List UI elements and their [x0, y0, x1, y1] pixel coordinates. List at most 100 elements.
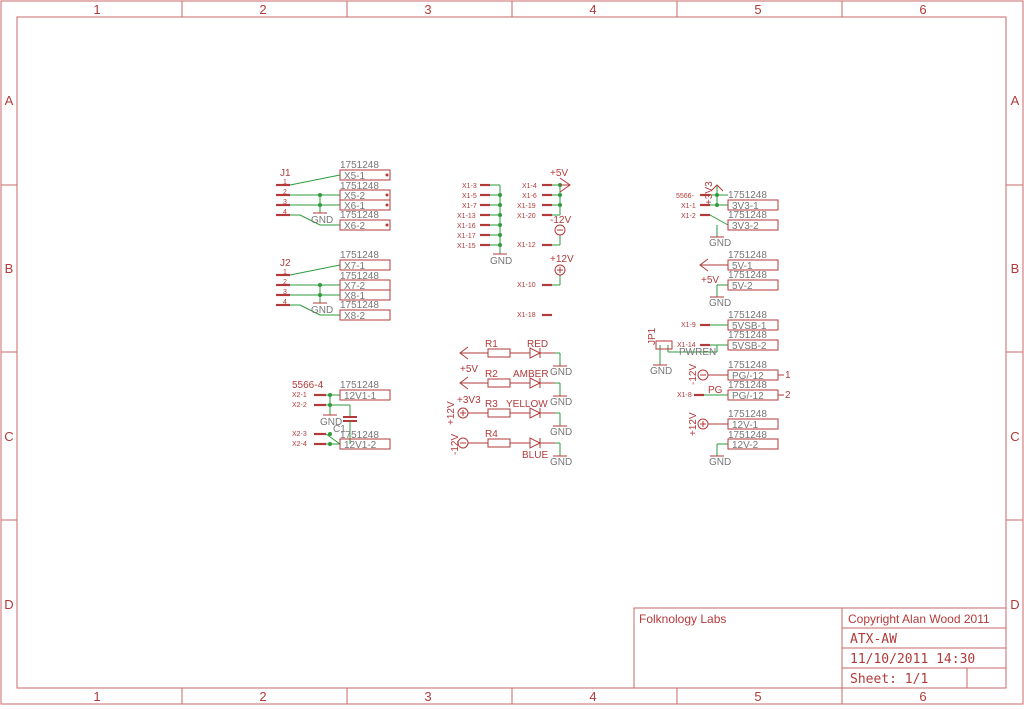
row-label-a-right: A — [1011, 93, 1020, 108]
column-label-1-bottom: 1 — [93, 689, 100, 704]
x6-2-partno: 1751248 — [340, 210, 379, 221]
connector-right-group: 5566- X1-1 X1-2 +3V3 GND 1751248 1751248… — [647, 181, 791, 468]
pg12-1-partno: 1751248 — [728, 360, 767, 371]
x1-4-label: X1-4 — [522, 183, 537, 190]
x1-10-label: X1-10 — [517, 282, 536, 289]
5v-1-partno: 1751248 — [728, 250, 767, 261]
j1-pin4-label: 4 — [283, 209, 287, 216]
x7-1-partno: 1751248 — [340, 250, 379, 261]
x1-14-label: X1-14 — [677, 342, 696, 349]
pg12-1-label: PG/-12 — [732, 371, 764, 382]
5vsb-1-label: 5VSB-1 — [732, 321, 767, 332]
j2-pin3-label: 3 — [283, 289, 287, 296]
pg-label: PG — [708, 385, 723, 396]
x5-2-partno: 1751248 — [340, 181, 379, 192]
row-label-b: B — [5, 261, 14, 276]
x2-3-label: X2-3 — [292, 431, 307, 438]
pg12-2-label: PG/-12 — [732, 391, 764, 402]
x1-minus12v-label: -12V — [550, 215, 571, 226]
connector-x1-group: X1-3 X1-5 X1-7 X1-13 X1-16 X1-17 X1-15 G… — [457, 168, 574, 319]
5vsb-2-partno: 1751248 — [728, 330, 767, 341]
x2-4-label: X2-4 — [292, 441, 307, 448]
column-label-5-bottom: 5 — [754, 689, 761, 704]
led-plus3v3-label: +3V3 — [457, 395, 481, 406]
x1-gnd-label: GND — [490, 256, 512, 267]
x6-2-label: X6-2 — [344, 221, 366, 232]
12v-gnd-label: GND — [709, 457, 731, 468]
x1-8-label: X1-8 — [677, 392, 692, 399]
x1-13-label: X1-13 — [457, 213, 476, 220]
x1-plus5v-label: +5V — [550, 168, 568, 179]
12v1-2-label: 12V1-2 — [344, 440, 377, 451]
pwren-label: PWREN — [679, 347, 716, 358]
x1-5-label: X1-5 — [462, 193, 477, 200]
x2-1-label: X2-1 — [292, 392, 307, 399]
x1-16-label: X1-16 — [457, 223, 476, 230]
j2-gnd-label: GND — [311, 305, 333, 316]
column-label-4: 4 — [589, 2, 596, 17]
row-label-c: C — [4, 429, 13, 444]
x1-18-label: X1-18 — [517, 312, 536, 319]
12v-1-label: 12V-1 — [732, 420, 759, 431]
12v-2-partno: 1751248 — [728, 430, 767, 441]
12v1-2-partno: 1751248 — [340, 430, 379, 441]
column-label-4-bottom: 4 — [589, 689, 596, 704]
led-amber-label: AMBER — [513, 369, 549, 380]
led-yellow-label: YELLOW — [506, 399, 548, 410]
led-amber-gnd: GND — [550, 397, 572, 408]
x1-20-label: X1-20 — [517, 213, 536, 220]
j1-pin1-label: 1 — [283, 179, 287, 186]
jp1-label: JP1 — [647, 327, 658, 345]
jp1-gnd-label: GND — [650, 366, 672, 377]
connector-j1-group: J1 1 2 3 4 GND 1751248 1751248 1751248 X… — [276, 160, 391, 232]
column-label-5: 5 — [754, 2, 761, 17]
r4-label: R4 — [485, 429, 498, 440]
column-label-2-bottom: 2 — [259, 689, 266, 704]
x1-6-label: X1-6 — [522, 193, 537, 200]
x8-1-label: X8-1 — [344, 291, 366, 302]
r4-resistor — [487, 438, 511, 448]
led-minus12v-label: -12V — [450, 434, 461, 455]
connector-j2-group: J2 1 2 3 4 GND 1751248 1751248 1751248 X… — [276, 250, 391, 322]
x7-2-partno: 1751248 — [340, 271, 379, 282]
x5-1-partno: 1751248 — [340, 160, 379, 171]
j2-pin4-label: 4 — [283, 299, 287, 306]
x1-19-label: X1-19 — [517, 203, 536, 210]
led-red-label: RED — [527, 339, 548, 350]
connector-x2-group: 5566-4 X2-1 X2-2 X2-3 X2-4 GND C1 175124… — [292, 380, 391, 451]
design-name: ATX-AW — [850, 632, 897, 647]
row-label-c-right: C — [1010, 429, 1019, 444]
5vsb-2-label: 5VSB-2 — [732, 341, 767, 352]
r3-label: R3 — [485, 399, 498, 410]
12v-2-label: 12V-2 — [732, 440, 759, 451]
x6-1-box — [339, 199, 391, 211]
x1-7-label: X1-7 — [462, 203, 477, 210]
column-label-2: 2 — [259, 2, 266, 17]
x5-1-label: X5-1 — [344, 171, 366, 182]
x5-2-label: X5-2 — [344, 191, 366, 202]
x1-17-label: X1-17 — [457, 233, 476, 240]
column-label-1: 1 — [93, 2, 100, 17]
x1-3-label: X1-3 — [462, 183, 477, 190]
row-label-d-right: D — [1010, 597, 1019, 612]
x1-15-label: X1-15 — [457, 243, 476, 250]
column-label-6-bottom: 6 — [919, 689, 926, 704]
j2-pin1-label: 1 — [283, 269, 287, 276]
j2-label: J2 — [280, 258, 291, 269]
jp1-jumper — [655, 340, 673, 350]
led-plus5v-label: +5V — [460, 364, 478, 375]
x1-1-label: X1-1 — [681, 203, 696, 210]
right-plus5v-label: +5V — [701, 275, 719, 286]
3v3-1-partno: 1751248 — [728, 190, 767, 201]
x2-2-label: X2-2 — [292, 402, 307, 409]
column-label-3: 3 — [424, 2, 431, 17]
3v3-gnd-label: GND — [709, 238, 731, 249]
title-block: Folknology Labs Copyright Alan Wood 2011… — [633, 607, 1007, 689]
12v1-1-label: 12V1-1 — [344, 391, 377, 402]
copyright-text: Copyright Alan Wood 2011 — [848, 612, 990, 626]
date-time: 11/10/2011 14:30 — [850, 652, 975, 667]
j1-label: J1 — [280, 168, 291, 179]
5v-2-partno: 1751248 — [728, 270, 767, 281]
x1-12-label: X1-12 — [517, 242, 536, 249]
